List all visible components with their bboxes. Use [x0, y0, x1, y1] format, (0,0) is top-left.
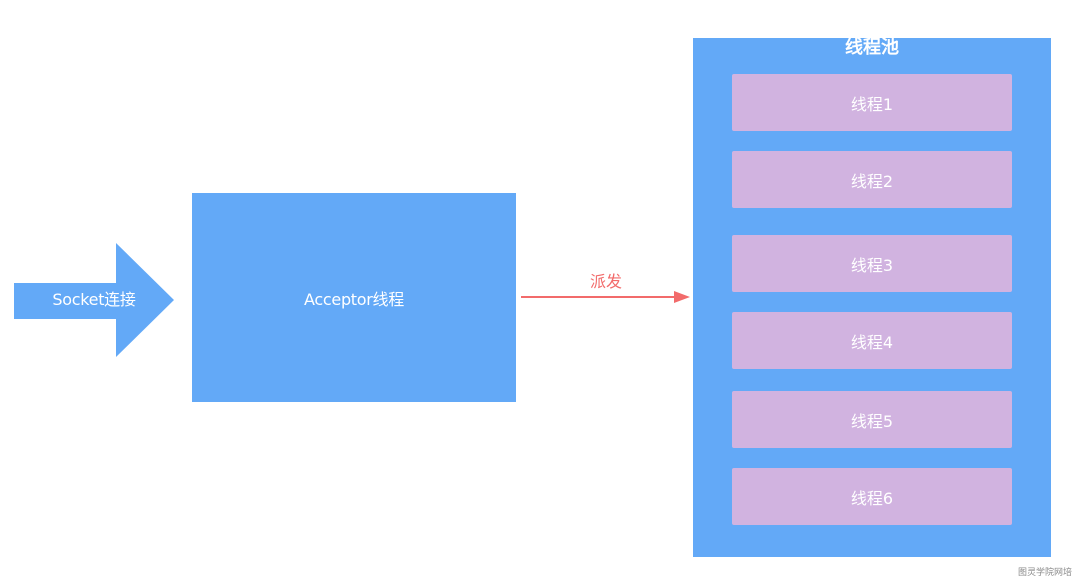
- thread-label: 线程1: [850, 94, 894, 114]
- thread-box-6: 线程6: [732, 468, 1012, 525]
- watermark-text: 图灵学院网培: [1017, 568, 1072, 578]
- thread-label: 线程4: [850, 332, 894, 352]
- socket-connection-label: Socket连接: [52, 290, 136, 309]
- thread-label: 线程3: [850, 255, 894, 275]
- thread-box-1: 线程1: [732, 74, 1012, 131]
- thread-label: 线程5: [850, 411, 894, 431]
- thread-box-4: 线程4: [732, 312, 1012, 369]
- dispatch-label: 派发: [589, 272, 622, 291]
- thread-pool-container: 线程池 线程1 线程2 线程3 线程4 线程5 线程6: [693, 38, 1051, 557]
- thread-box-5: 线程5: [732, 391, 1012, 448]
- thread-box-2: 线程2: [732, 151, 1012, 208]
- thread-box-3: 线程3: [732, 235, 1012, 292]
- acceptor-thread-label: Acceptor线程: [304, 289, 404, 309]
- dispatch-arrowhead: [674, 291, 690, 303]
- socket-arrow-shape: [14, 243, 174, 357]
- acceptor-thread-box: Acceptor线程: [192, 193, 516, 402]
- thread-label: 线程2: [850, 171, 894, 191]
- thread-pool-title: 线程池: [845, 37, 899, 58]
- thread-label: 线程6: [850, 488, 894, 508]
